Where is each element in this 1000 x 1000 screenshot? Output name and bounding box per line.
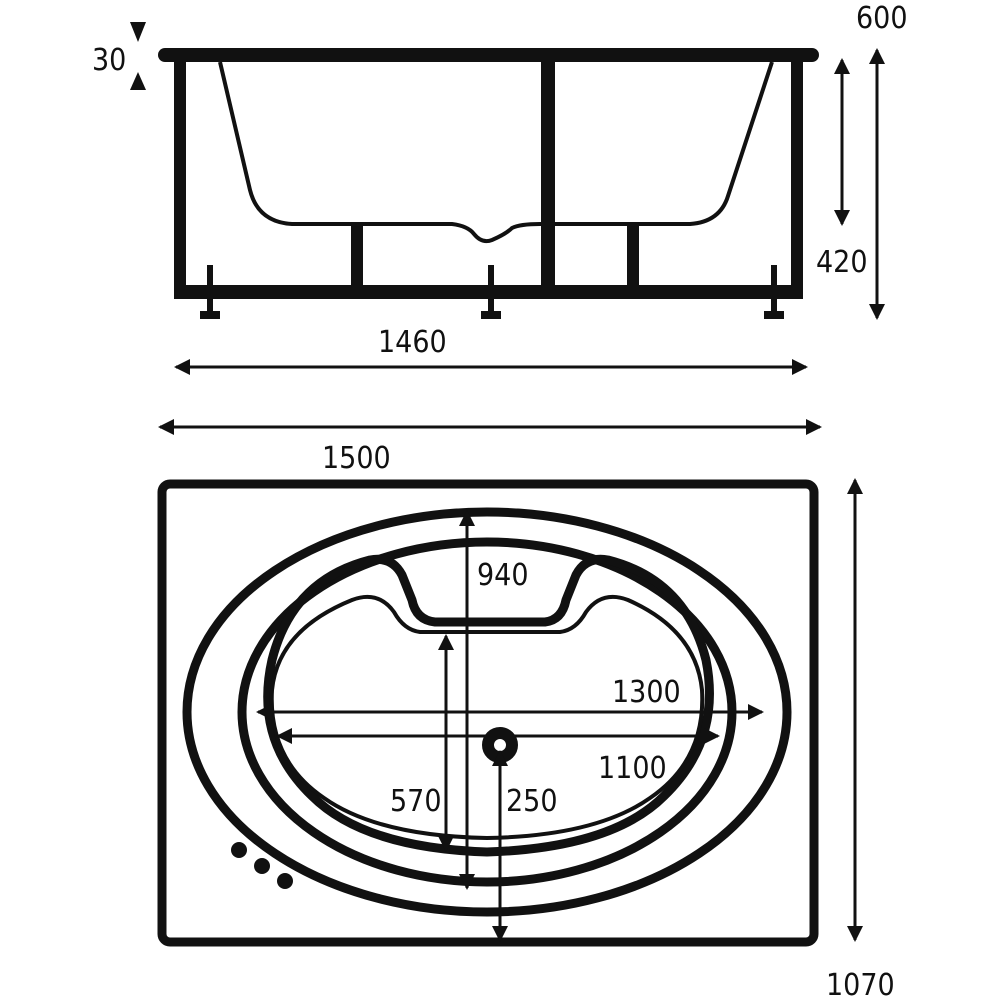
dim-total-height: 600 — [856, 1, 908, 36]
foot-right — [764, 265, 784, 319]
tub-bowl-outline — [263, 554, 714, 857]
dim-overall-width: 1070 — [826, 968, 895, 1000]
dim-rim-thickness: 30 — [92, 43, 126, 78]
tub-rim-ellipse — [182, 507, 792, 917]
dim-bowl-width: 570 — [390, 784, 442, 819]
control-dot-2 — [254, 858, 270, 874]
tub-profile — [218, 61, 774, 244]
dim-overall-length: 1500 — [322, 441, 391, 476]
dim-depth: 420 — [816, 245, 868, 280]
dim-inner-bowl-length: 1100 — [598, 751, 667, 786]
dim-frame-length: 1460 — [378, 325, 447, 360]
control-dot-3 — [277, 873, 293, 889]
tub-outline-rect — [157, 479, 819, 947]
dim-inner-width: 940 — [477, 558, 529, 593]
top-view: 1500 1070 940 1300 1100 570 250 — [157, 419, 895, 1000]
dim-outer-bowl-length: 1300 — [612, 675, 681, 710]
dim-drain-offset: 250 — [506, 784, 558, 819]
side-view: 30 420 600 1460 — [92, 1, 908, 375]
rim-arrow-down — [130, 22, 146, 42]
tub-bowl-inner — [269, 595, 705, 841]
control-dot-1 — [231, 842, 247, 858]
foot-center — [481, 265, 501, 319]
foot-left — [200, 265, 220, 319]
rim-arrow-up — [130, 72, 146, 90]
